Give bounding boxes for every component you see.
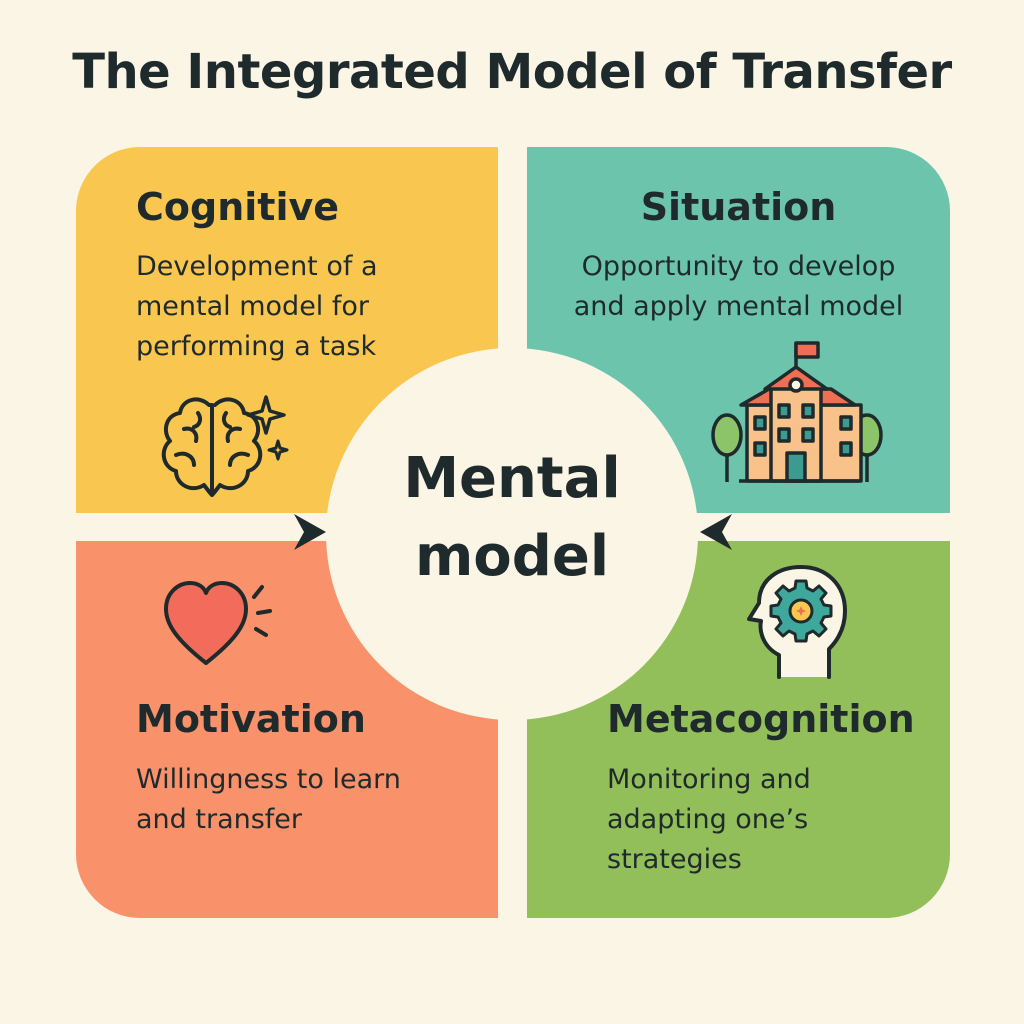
heart-icon (164, 581, 272, 665)
desc-line: strategies (607, 844, 742, 875)
head-gear-icon (747, 565, 847, 679)
desc-line: mental model for (136, 291, 370, 322)
desc-line: Willingness to learn (136, 764, 401, 795)
desc-line: and transfer (136, 804, 303, 835)
quadrant-desc-cognitive: Development of a mental model for perfor… (136, 247, 378, 367)
quadrant-heading-metacognition: Metacognition (607, 697, 915, 741)
center-circle: Mental model (326, 348, 698, 720)
desc-line: adapting one’s (607, 804, 809, 835)
arrow-right-icon (294, 514, 326, 550)
quadrant-desc-motivation: Willingness to learn and transfer (136, 760, 401, 840)
desc-line: and apply mental model (573, 291, 904, 322)
desc-line: Development of a (136, 251, 378, 282)
quadrant-cognitive: Cognitive Development of a mental model … (76, 147, 498, 513)
quadrant-heading-cognitive: Cognitive (136, 185, 340, 229)
center-label-line: Mental (403, 446, 621, 511)
school-building-icon (711, 341, 883, 483)
quadrant-desc-situation: Opportunity to develop and apply mental … (527, 247, 950, 327)
center-label-line: model (414, 524, 610, 589)
desc-line: Opportunity to develop (581, 251, 896, 282)
desc-line: performing a task (136, 331, 377, 362)
brain-icon (161, 395, 289, 497)
diagram-title: The Integrated Model of Transfer (72, 44, 952, 100)
arrow-left-icon (700, 514, 732, 550)
quadrant-heading-situation: Situation (640, 185, 837, 229)
quadrant-heading-motivation: Motivation (136, 697, 366, 741)
quadrant-situation: Situation Opportunity to develop and app… (527, 147, 950, 513)
quadrant-desc-metacognition: Monitoring and adapting one’s strategies (607, 760, 811, 880)
desc-line: Monitoring and (607, 764, 811, 795)
center-label: Mental model (326, 440, 698, 596)
